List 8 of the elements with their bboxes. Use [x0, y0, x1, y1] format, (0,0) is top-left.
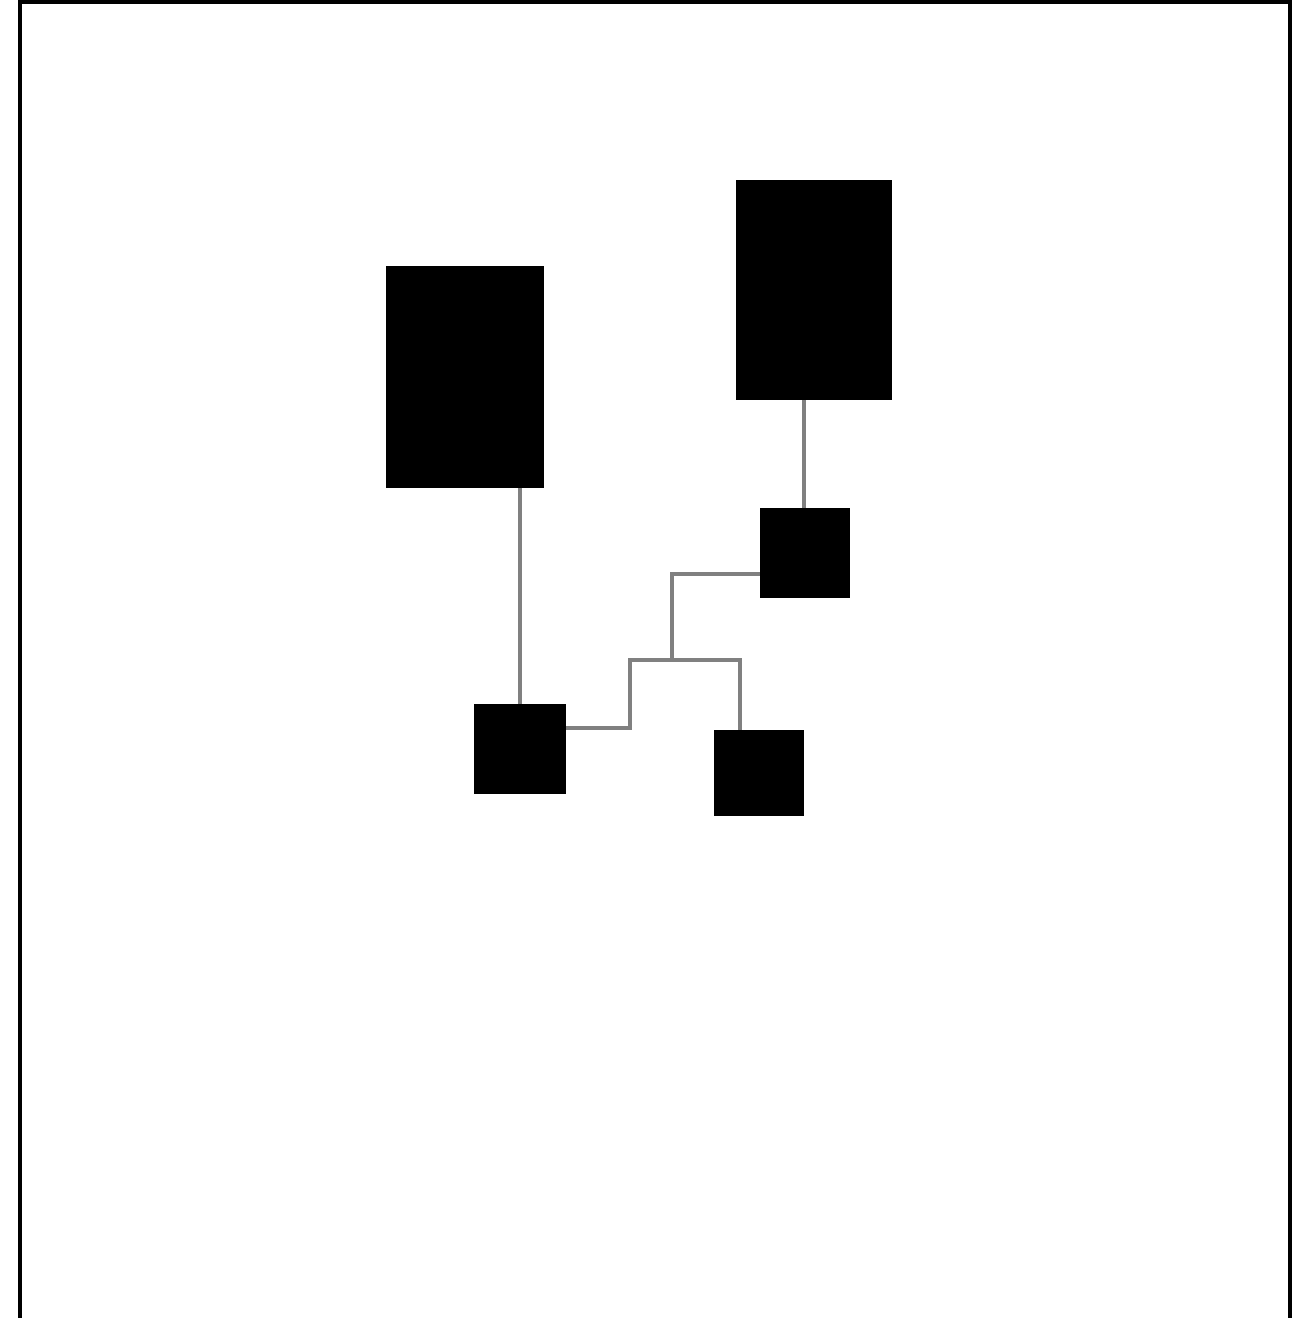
connector-line: [670, 572, 760, 730]
block-shape: [760, 508, 850, 598]
connector-line: [518, 488, 522, 704]
block-shape: [736, 180, 892, 400]
block-shape: [386, 266, 544, 488]
block-shape: [714, 730, 804, 816]
block-shape: [474, 704, 566, 794]
connector-line: [802, 400, 806, 508]
